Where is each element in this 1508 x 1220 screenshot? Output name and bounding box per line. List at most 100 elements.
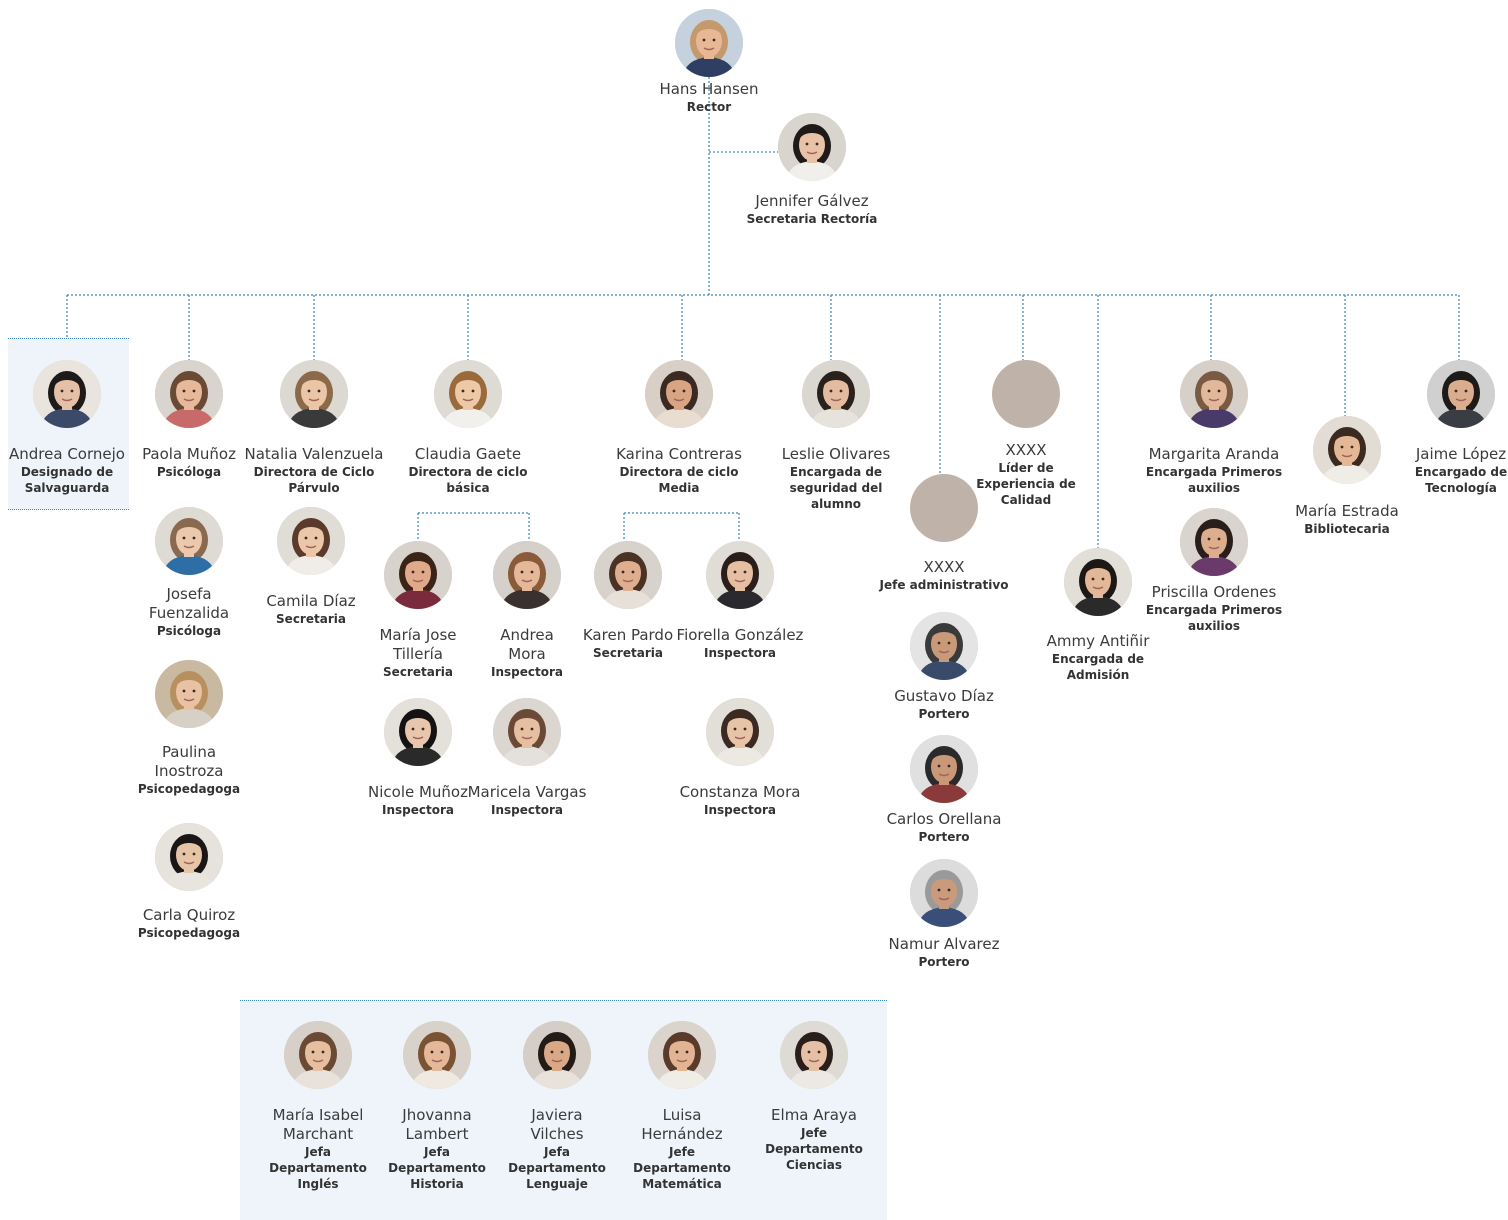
person-role: Encargada Primeros auxilios (1145, 465, 1283, 495)
person-name: XXXX (923, 558, 965, 576)
avatar-photo (1313, 416, 1381, 484)
person-role: Directora de Ciclo Párvulo (253, 465, 375, 495)
person-name: Jaime López (1415, 445, 1507, 463)
person-name: Margarita Aranda (1148, 445, 1280, 463)
person-name: Camila Díaz (266, 592, 356, 610)
person-role: Jefe administrativo (879, 578, 1009, 592)
person-name: XXXX (1005, 441, 1047, 459)
person-name: Natalia Valenzuela (244, 445, 384, 463)
person-role: Secretaria (593, 646, 663, 660)
avatar-photo (155, 660, 223, 728)
avatar-photo (706, 698, 774, 766)
person-name: Gustavo Díaz (894, 687, 994, 705)
avatar-photo (384, 541, 452, 609)
person-name: Karina Contreras (616, 445, 742, 463)
placeholder-avatar (910, 474, 978, 542)
person-role: Encargado de Tecnología (1414, 465, 1508, 495)
person-name: Andrea Cornejo (9, 445, 125, 463)
person-name: Priscilla Ordenes (1151, 583, 1277, 601)
avatar-photo (493, 541, 561, 609)
person-role: Secretaria Rectoría (746, 212, 878, 226)
avatar-photo (33, 360, 101, 428)
person-name: Leslie Olivares (781, 445, 891, 463)
avatar-photo (594, 541, 662, 609)
person-name: Hans Hansen (659, 80, 759, 98)
person-role: Psicopedagoga (137, 782, 241, 796)
person-name: Fiorella González (676, 626, 804, 644)
person-role: Designado de Salvaguarda (20, 465, 114, 495)
person-role: Psicopedagoga (137, 926, 241, 940)
person-name: Paola Muñoz (142, 445, 236, 463)
person-name: Javiera Vilches (530, 1106, 584, 1143)
avatar-photo (384, 698, 452, 766)
avatar-photo (277, 507, 345, 575)
person-role: Encargada de seguridad del alumno (789, 465, 883, 511)
person-role: Encargada Primeros auxilios (1145, 603, 1283, 633)
avatar-photo (1180, 508, 1248, 576)
avatar-photo (778, 113, 846, 181)
person-role: Líder de Experiencia de Calidad (976, 461, 1076, 507)
person-name: María Jose Tillería (379, 626, 457, 663)
person-role: Secretaria (383, 665, 453, 679)
person-role: Bibliotecaria (1304, 522, 1390, 536)
person-name: Paulina Inostroza (154, 743, 224, 780)
person-name: Elma Araya (771, 1106, 857, 1124)
person-name: Namur Alvarez (888, 935, 1000, 953)
placeholder-avatar (992, 360, 1060, 428)
person-role: Inspectora (491, 665, 563, 679)
person-role: Jefa Departamento Lenguaje (508, 1145, 606, 1191)
avatar-photo (493, 698, 561, 766)
person-role: Directora de ciclo Media (619, 465, 739, 495)
avatar-photo (155, 507, 223, 575)
avatar-photo (1180, 360, 1248, 428)
avatar-photo (284, 1021, 352, 1089)
person-name: Nicole Muñoz (368, 783, 468, 801)
person-role: Inspectora (704, 803, 776, 817)
person-role: Jefe Departamento Ciencias (765, 1126, 863, 1172)
person-name: María Isabel Marchant (272, 1106, 364, 1143)
avatar-photo (910, 612, 978, 680)
person-name: Constanza Mora (679, 783, 801, 801)
person-role: Inspectora (382, 803, 454, 817)
person-role: Directora de ciclo básica (408, 465, 528, 495)
person-label: XXXX Jefe administrativo (869, 558, 1019, 593)
avatar-photo (910, 859, 978, 927)
avatar-photo (523, 1021, 591, 1089)
person-role: Rector (686, 100, 732, 114)
avatar-photo (155, 823, 223, 891)
person-name: Carla Quiroz (142, 906, 236, 924)
person-role: Jefa Departamento Inglés (269, 1145, 367, 1191)
person-role: Portero (918, 830, 970, 844)
avatar-photo (780, 1021, 848, 1089)
avatar-photo (706, 541, 774, 609)
avatar-photo (1064, 548, 1132, 616)
person-name: Maricela Vargas (467, 783, 587, 801)
avatar-photo (645, 360, 713, 428)
